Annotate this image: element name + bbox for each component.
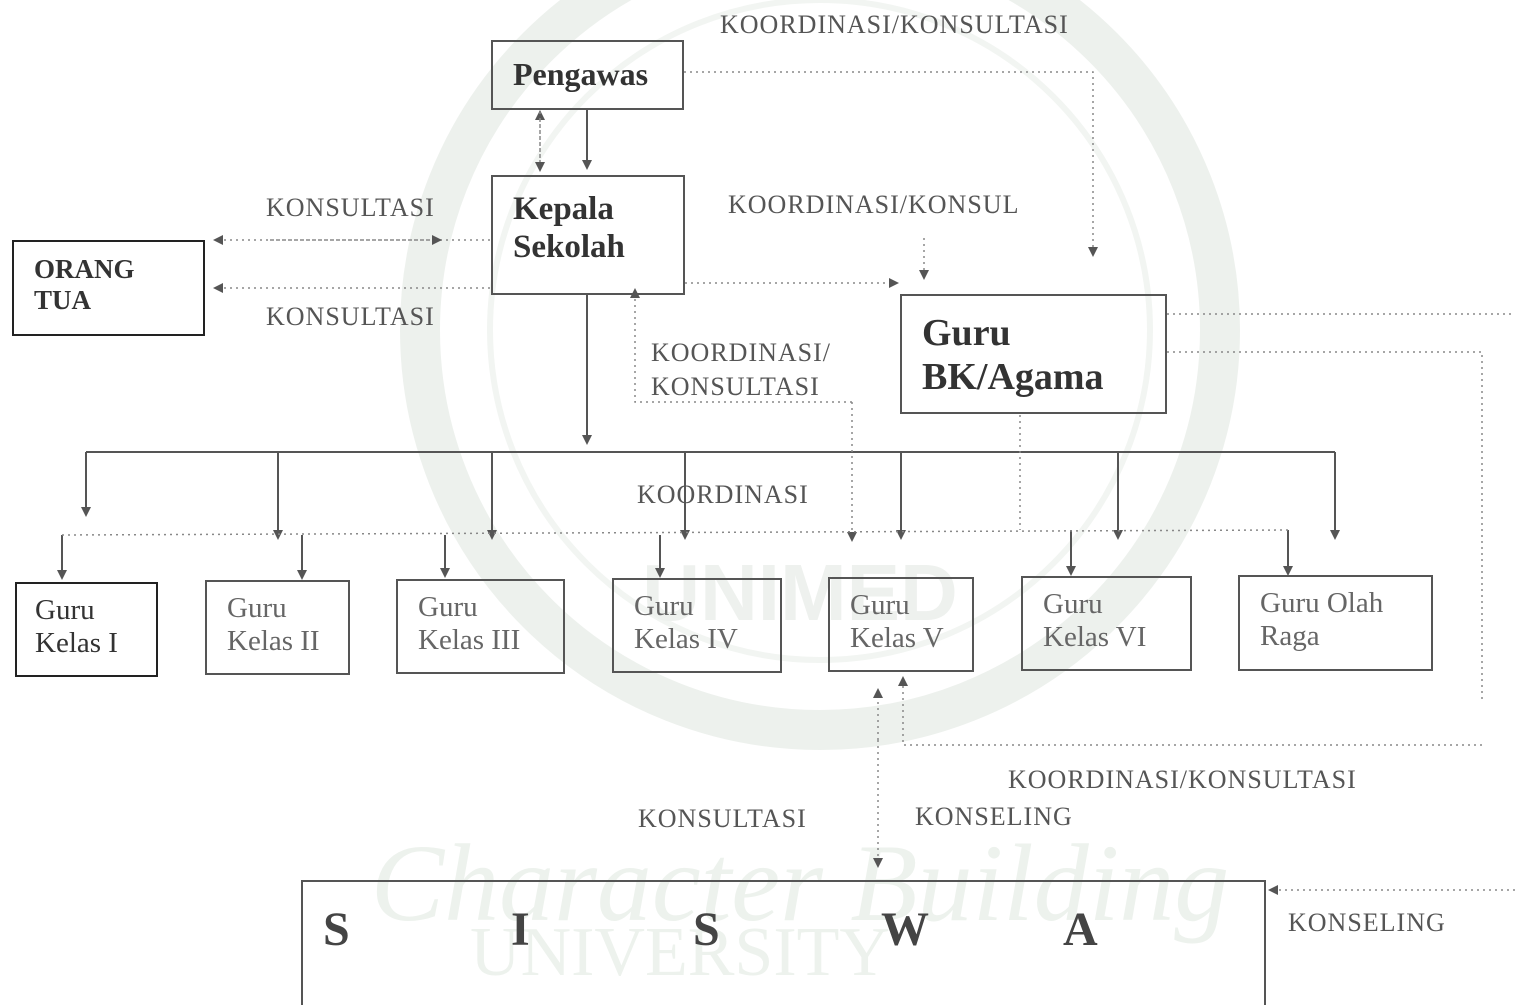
siswa-letter-2: I — [511, 903, 530, 956]
guru-olahraga-label: Guru Olah Raga — [1260, 587, 1384, 653]
pengawas-node: Pengawas — [491, 40, 684, 110]
label-kepala-bk: KOORDINASI/KONSUL — [728, 190, 1020, 219]
label-ortu-lower: KONSULTASI — [266, 302, 435, 331]
guru-olahraga-node: Guru Olah Raga — [1238, 575, 1433, 671]
guru-kelas-4-node: Guru Kelas IV — [612, 578, 782, 673]
label-bottom-konseling: KONSELING — [915, 802, 1073, 831]
kepala-sekolah-node: Kepala Sekolah — [491, 175, 685, 295]
guru-kelas-1-label: Guru Kelas I — [35, 594, 118, 660]
siswa-letter-3: S — [693, 903, 720, 956]
siswa-node: S I S W A — [301, 880, 1266, 1005]
siswa-letter-4: W — [881, 903, 929, 956]
guru-kelas-5-label: Guru Kelas V — [850, 589, 944, 655]
siswa-letter-5: A — [1063, 903, 1098, 956]
guru-kelas-2-node: Guru Kelas II — [205, 580, 350, 675]
guru-kelas-1-node: Guru Kelas I — [15, 582, 158, 677]
guru-kelas-6-node: Guru Kelas VI — [1021, 576, 1192, 671]
guru-kelas-3-label: Guru Kelas III — [418, 591, 521, 657]
guru-kelas-6-label: Guru Kelas VI — [1043, 588, 1147, 654]
label-bottom-koord: KOORDINASI/KONSULTASI — [1008, 765, 1357, 794]
hierarchy-lines — [57, 110, 1340, 580]
label-top-right: KOORDINASI/KONSULTASI — [720, 10, 1069, 39]
watermark: Character Building UNIVERSITY UNIMED — [371, 0, 1240, 991]
watermark-university: UNIVERSITY — [470, 914, 890, 991]
pengawas-label: Pengawas — [513, 56, 649, 92]
orang-tua-label: ORANG TUA — [34, 254, 135, 316]
orang-tua-node: ORANG TUA — [12, 240, 205, 336]
guru-bk-node: Guru BK/Agama — [900, 294, 1167, 414]
label-koordinasi: KOORDINASI — [637, 480, 809, 509]
label-right-konseling: KONSELING — [1288, 908, 1446, 937]
guru-kelas-5-node: Guru Kelas V — [828, 577, 974, 672]
siswa-letter-1: S — [323, 903, 350, 956]
guru-bk-label: Guru BK/Agama — [922, 312, 1104, 398]
guru-kelas-4-label: Guru Kelas IV — [634, 590, 738, 656]
guru-kelas-2-label: Guru Kelas II — [227, 592, 320, 658]
guru-kelas-3-node: Guru Kelas III — [396, 579, 565, 674]
label-bottom-konsultasi: KONSULTASI — [638, 804, 807, 833]
label-bk-kepala: KOORDINASI/ KONSULTASI — [651, 338, 831, 401]
watermark-emblem: UNIMED — [642, 548, 958, 637]
watermark-script: Character Building — [371, 822, 1230, 944]
label-ortu-upper: KONSULTASI — [266, 193, 435, 222]
coordination-lines — [61, 71, 1515, 895]
kepala-sekolah-label: Kepala Sekolah — [513, 191, 625, 265]
